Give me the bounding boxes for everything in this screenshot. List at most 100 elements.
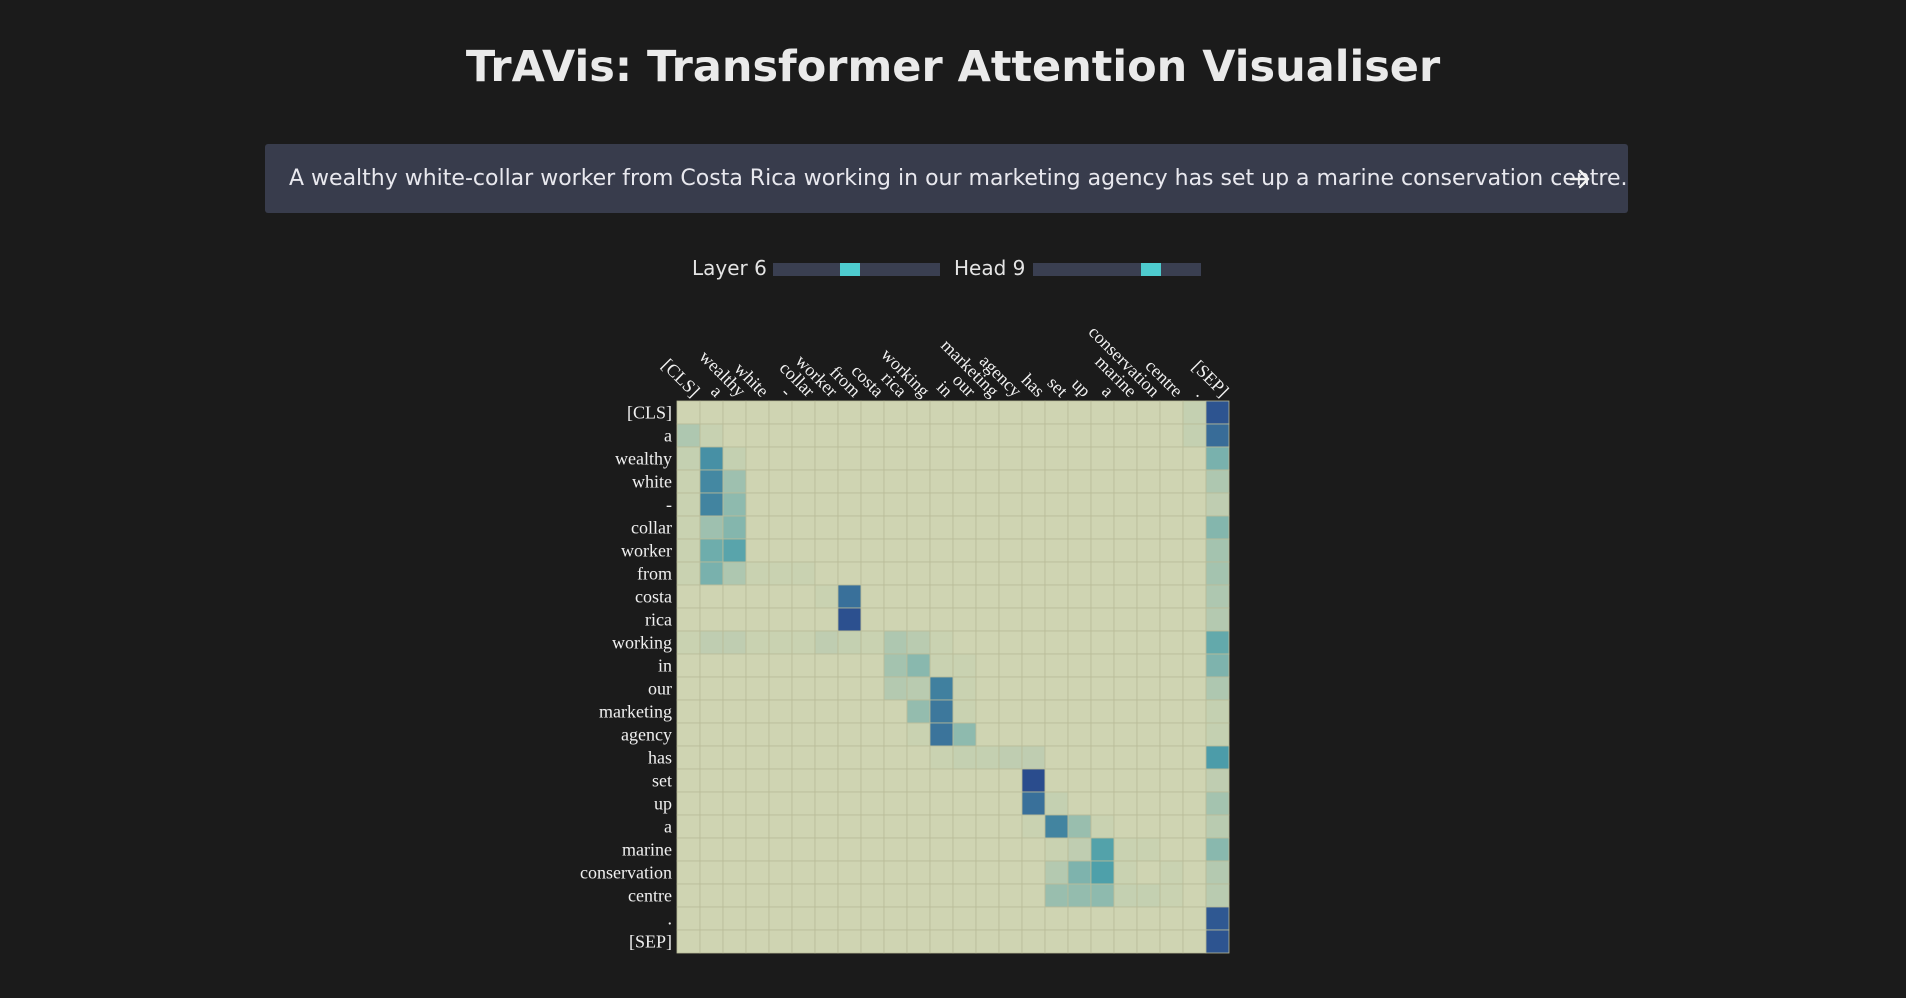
heatmap-cell (1159, 561, 1184, 586)
heatmap-cell (929, 814, 954, 839)
heatmap-cell (768, 768, 793, 793)
head-slider[interactable] (1033, 263, 1201, 276)
heatmap-cell (975, 400, 1000, 425)
heatmap-cell (699, 906, 724, 931)
heatmap-cell (860, 768, 885, 793)
heatmap-cell (837, 745, 862, 770)
heatmap-cell (1136, 814, 1161, 839)
heatmap-cell (860, 837, 885, 862)
heatmap-cell (768, 860, 793, 885)
heatmap-cell (722, 538, 747, 563)
head-slider-thumb[interactable] (1141, 263, 1161, 276)
heatmap-cell (676, 929, 701, 954)
page-title: TrAVis: Transformer Attention Visualiser (465, 42, 1441, 92)
heatmap-cell (676, 538, 701, 563)
heatmap-cell (814, 469, 839, 494)
heatmap-cell (1090, 400, 1115, 425)
row-token-label: collar (631, 518, 672, 538)
heatmap-cell (975, 607, 1000, 632)
heatmap-cell (745, 446, 770, 471)
heatmap-cell (1067, 791, 1092, 816)
heatmap-cell (791, 929, 816, 954)
heatmap-cell (1113, 883, 1138, 908)
heatmap-cell (1044, 722, 1069, 747)
heatmap-cell (676, 676, 701, 701)
row-token-label: . (668, 909, 673, 929)
heatmap-cell (1136, 906, 1161, 931)
heatmap-cell (998, 722, 1023, 747)
heatmap-cell (676, 400, 701, 425)
heatmap-cell (906, 768, 931, 793)
heatmap-cell (837, 883, 862, 908)
heatmap-cell (745, 538, 770, 563)
heatmap-cell (1182, 745, 1207, 770)
heatmap-cell (1159, 768, 1184, 793)
heatmap-cell (768, 538, 793, 563)
heatmap-cell (1044, 883, 1069, 908)
sentence-input[interactable]: A wealthy white-collar worker from Costa… (265, 144, 1628, 213)
heatmap-cell (1136, 538, 1161, 563)
heatmap-cell (1021, 630, 1046, 655)
heatmap-cell (722, 883, 747, 908)
heatmap-cell (1159, 837, 1184, 862)
heatmap-cell (952, 653, 977, 678)
heatmap-cell (883, 561, 908, 586)
heatmap-cell (860, 607, 885, 632)
submit-button[interactable] (1562, 161, 1598, 197)
heatmap-cell (814, 745, 839, 770)
heatmap-cell (1136, 883, 1161, 908)
heatmap-cell (791, 883, 816, 908)
heatmap-cell (1021, 883, 1046, 908)
heatmap-cell (1044, 423, 1069, 448)
heatmap-cell (860, 676, 885, 701)
heatmap-cell (1044, 653, 1069, 678)
heatmap-cell (975, 515, 1000, 540)
row-token-label: conservation (580, 863, 672, 883)
heatmap-cell (837, 814, 862, 839)
heatmap-cell (1021, 676, 1046, 701)
heatmap-cell (998, 584, 1023, 609)
heatmap-cell (1136, 630, 1161, 655)
heatmap-cell (1136, 929, 1161, 954)
heatmap-cell (768, 400, 793, 425)
heatmap-cell (1182, 699, 1207, 724)
heatmap-cell (929, 883, 954, 908)
heatmap-cell (837, 423, 862, 448)
layer-slider[interactable] (773, 263, 940, 276)
heatmap-cell (1044, 561, 1069, 586)
heatmap-cell (952, 814, 977, 839)
heatmap-cell (929, 699, 954, 724)
row-token-label: rica (645, 610, 672, 630)
heatmap-cell (676, 722, 701, 747)
heatmap-cell (1205, 400, 1230, 425)
sentence-input-text[interactable]: A wealthy white-collar worker from Costa… (289, 166, 1628, 191)
heatmap-cell (906, 492, 931, 517)
heatmap-cell (1205, 584, 1230, 609)
row-token-label: a (664, 426, 672, 446)
heatmap-cell (791, 515, 816, 540)
layer-label: Layer 6 (692, 256, 767, 280)
heatmap-cell (814, 515, 839, 540)
heatmap-cell (1044, 400, 1069, 425)
heatmap-cell (1159, 446, 1184, 471)
heatmap-cell (837, 538, 862, 563)
layer-slider-thumb[interactable] (840, 263, 860, 276)
heatmap-cell (1021, 653, 1046, 678)
heatmap-cell (1113, 722, 1138, 747)
column-token-label: up (1068, 374, 1095, 401)
heatmap-cell (745, 883, 770, 908)
heatmap-cell (676, 837, 701, 862)
heatmap-cell (860, 446, 885, 471)
heatmap-cell (1182, 423, 1207, 448)
heatmap-cell (1021, 469, 1046, 494)
row-token-label: marine (622, 840, 672, 860)
heatmap-cell (929, 400, 954, 425)
heatmap-cell (1021, 929, 1046, 954)
heatmap-cell (699, 722, 724, 747)
heatmap-cell (906, 653, 931, 678)
heatmap-cell (1182, 515, 1207, 540)
heatmap-cell (814, 860, 839, 885)
row-token-label: wealthy (615, 449, 672, 469)
heatmap-cell (699, 860, 724, 885)
heatmap-cell (906, 791, 931, 816)
